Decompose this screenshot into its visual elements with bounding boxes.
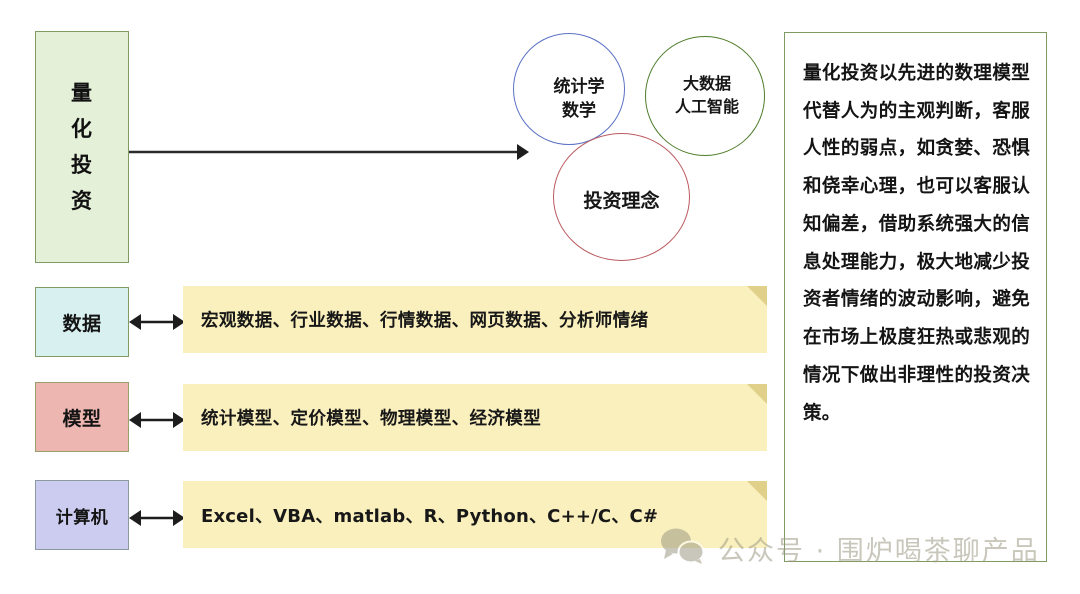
quant-investment-title-text: 量 化 投 资 — [71, 79, 93, 214]
note-box-data: 宏观数据、行业数据、行情数据、网页数据、分析师情绪 — [183, 286, 767, 353]
category-box-data: 数据 — [35, 287, 129, 357]
note-text: Excel、VBA、matlab、R、Python、C++/C、C# — [201, 505, 659, 527]
double-arrow-computer — [129, 508, 185, 528]
category-label: 数据 — [62, 312, 102, 335]
venn-circle-bigdata-ai: 大数据 人工智能 — [645, 36, 765, 156]
venn-label-line: 统计学 — [553, 76, 605, 97]
note-box-computer: Excel、VBA、matlab、R、Python、C++/C、C# — [183, 481, 767, 548]
double-arrow-model — [129, 410, 185, 430]
description-text: 量化投资以先进的数理模型代替人为的主观判断，客服人性的弱点，如贪婪、恐惧和侥幸心… — [803, 63, 1030, 424]
folded-corner-icon — [747, 384, 767, 404]
category-label: 计算机 — [55, 507, 109, 528]
category-label: 模型 — [62, 407, 102, 430]
main-flow-arrow — [129, 140, 529, 164]
venn-label-line: 投资理念 — [583, 189, 660, 212]
folded-corner-icon — [747, 286, 767, 306]
quant-investment-title-box: 量 化 投 资 — [35, 31, 129, 263]
note-text: 统计模型、定价模型、物理模型、经济模型 — [201, 409, 542, 429]
note-box-model: 统计模型、定价模型、物理模型、经济模型 — [183, 384, 767, 451]
note-text: 宏观数据、行业数据、行情数据、网页数据、分析师情绪 — [201, 311, 649, 331]
description-panel: 量化投资以先进的数理模型代替人为的主观判断，客服人性的弱点，如贪婪、恐惧和侥幸心… — [784, 32, 1047, 562]
category-box-model: 模型 — [35, 382, 129, 452]
double-arrow-data — [129, 312, 185, 332]
venn-label-line: 数学 — [562, 101, 596, 121]
category-box-computer: 计算机 — [35, 480, 129, 550]
venn-label-line: 大数据 — [682, 74, 731, 94]
venn-circle-statistics-math: 统计学 数学 — [513, 33, 625, 145]
venn-circle-investment-philosophy: 投资理念 — [553, 133, 690, 261]
folded-corner-icon — [747, 481, 767, 501]
venn-label-line: 人工智能 — [674, 97, 739, 116]
